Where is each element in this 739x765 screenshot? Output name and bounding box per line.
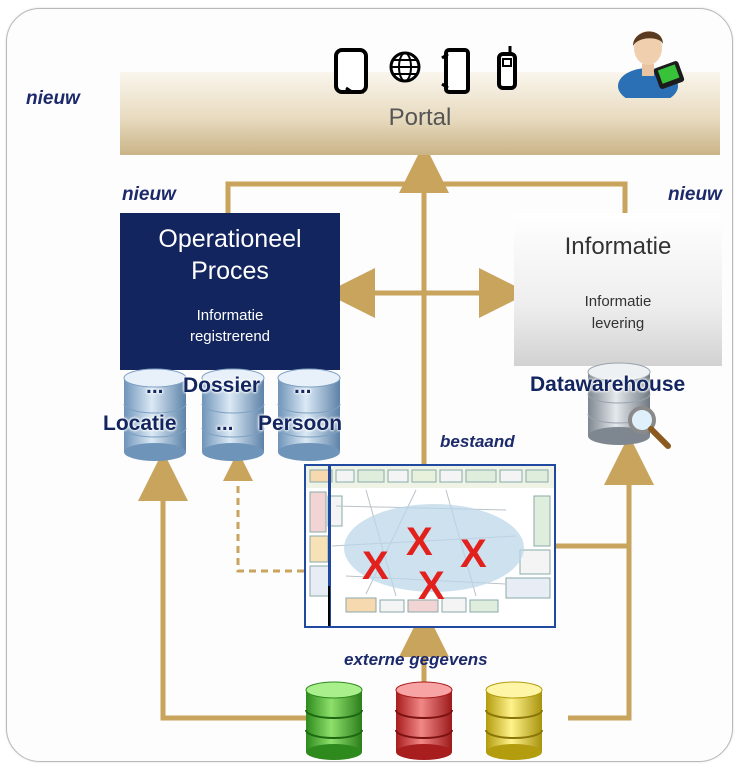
phone-icon <box>441 48 470 94</box>
arrow-ext-locatie <box>138 451 306 721</box>
information-title: Informatie <box>564 233 672 260</box>
datawarehouse-icon <box>587 362 671 449</box>
line-op-portal <box>225 181 424 213</box>
database-dossier-icon <box>201 368 265 461</box>
label-nieuw-portal: nieuw <box>26 88 80 109</box>
database-green-icon <box>305 681 363 760</box>
magnifier-icon <box>628 406 671 449</box>
user-avatar-icon <box>618 31 685 98</box>
legacy-landscape-image <box>306 466 554 626</box>
database-persoon-icon <box>277 368 341 461</box>
operational-sub-line2: registrerend <box>189 328 271 345</box>
label-bestaand: bestaand <box>440 432 515 451</box>
legacy-x-mark-1: X <box>362 544 389 588</box>
database-locatie-icon <box>123 368 187 461</box>
operational-sub-line1: Informatie <box>196 307 264 324</box>
db-persoon-label: Persoon <box>258 412 343 435</box>
operational-title-line2: Proces <box>191 257 269 285</box>
dashed-arrow-legacy-dossier <box>223 451 304 573</box>
external-databases <box>305 681 543 760</box>
information-sub-line1: Informatie <box>584 293 652 310</box>
db-dots-right: ... <box>294 375 312 398</box>
database-red-icon <box>395 681 453 760</box>
information-box: Informatie Informatie levering <box>514 213 722 366</box>
operational-process-box: Operationeel Proces Informatie registrer… <box>120 213 340 370</box>
portal-label: Portal <box>388 103 452 131</box>
db-locatie-label: Locatie <box>103 412 177 435</box>
device-icons <box>334 46 517 94</box>
legacy-x-mark-2: X <box>406 520 433 564</box>
tablet-icon <box>334 48 368 94</box>
operational-title-line1: Operationeel <box>158 225 302 253</box>
db-dossier-label: Dossier <box>183 374 261 397</box>
legacy-systems-diagram: X X X X <box>304 464 556 628</box>
mobile-icon <box>497 46 517 90</box>
database-cylinders <box>123 368 341 461</box>
datawarehouse-label: Datawarehouse <box>530 373 686 396</box>
database-yellow-icon <box>485 681 543 760</box>
globe-icon <box>389 51 421 83</box>
label-nieuw-information: nieuw <box>668 184 722 205</box>
information-sub-line2: levering <box>591 315 645 332</box>
db-dots-middle: ... <box>216 412 234 435</box>
legacy-x-mark-4: X <box>418 564 445 608</box>
legacy-x-mark-3: X <box>460 532 487 576</box>
line-info-portal <box>424 181 628 213</box>
label-externe-gegevens: externe gegevens <box>344 650 488 669</box>
db-dots-left: ... <box>146 375 164 398</box>
label-nieuw-operational: nieuw <box>122 184 176 205</box>
